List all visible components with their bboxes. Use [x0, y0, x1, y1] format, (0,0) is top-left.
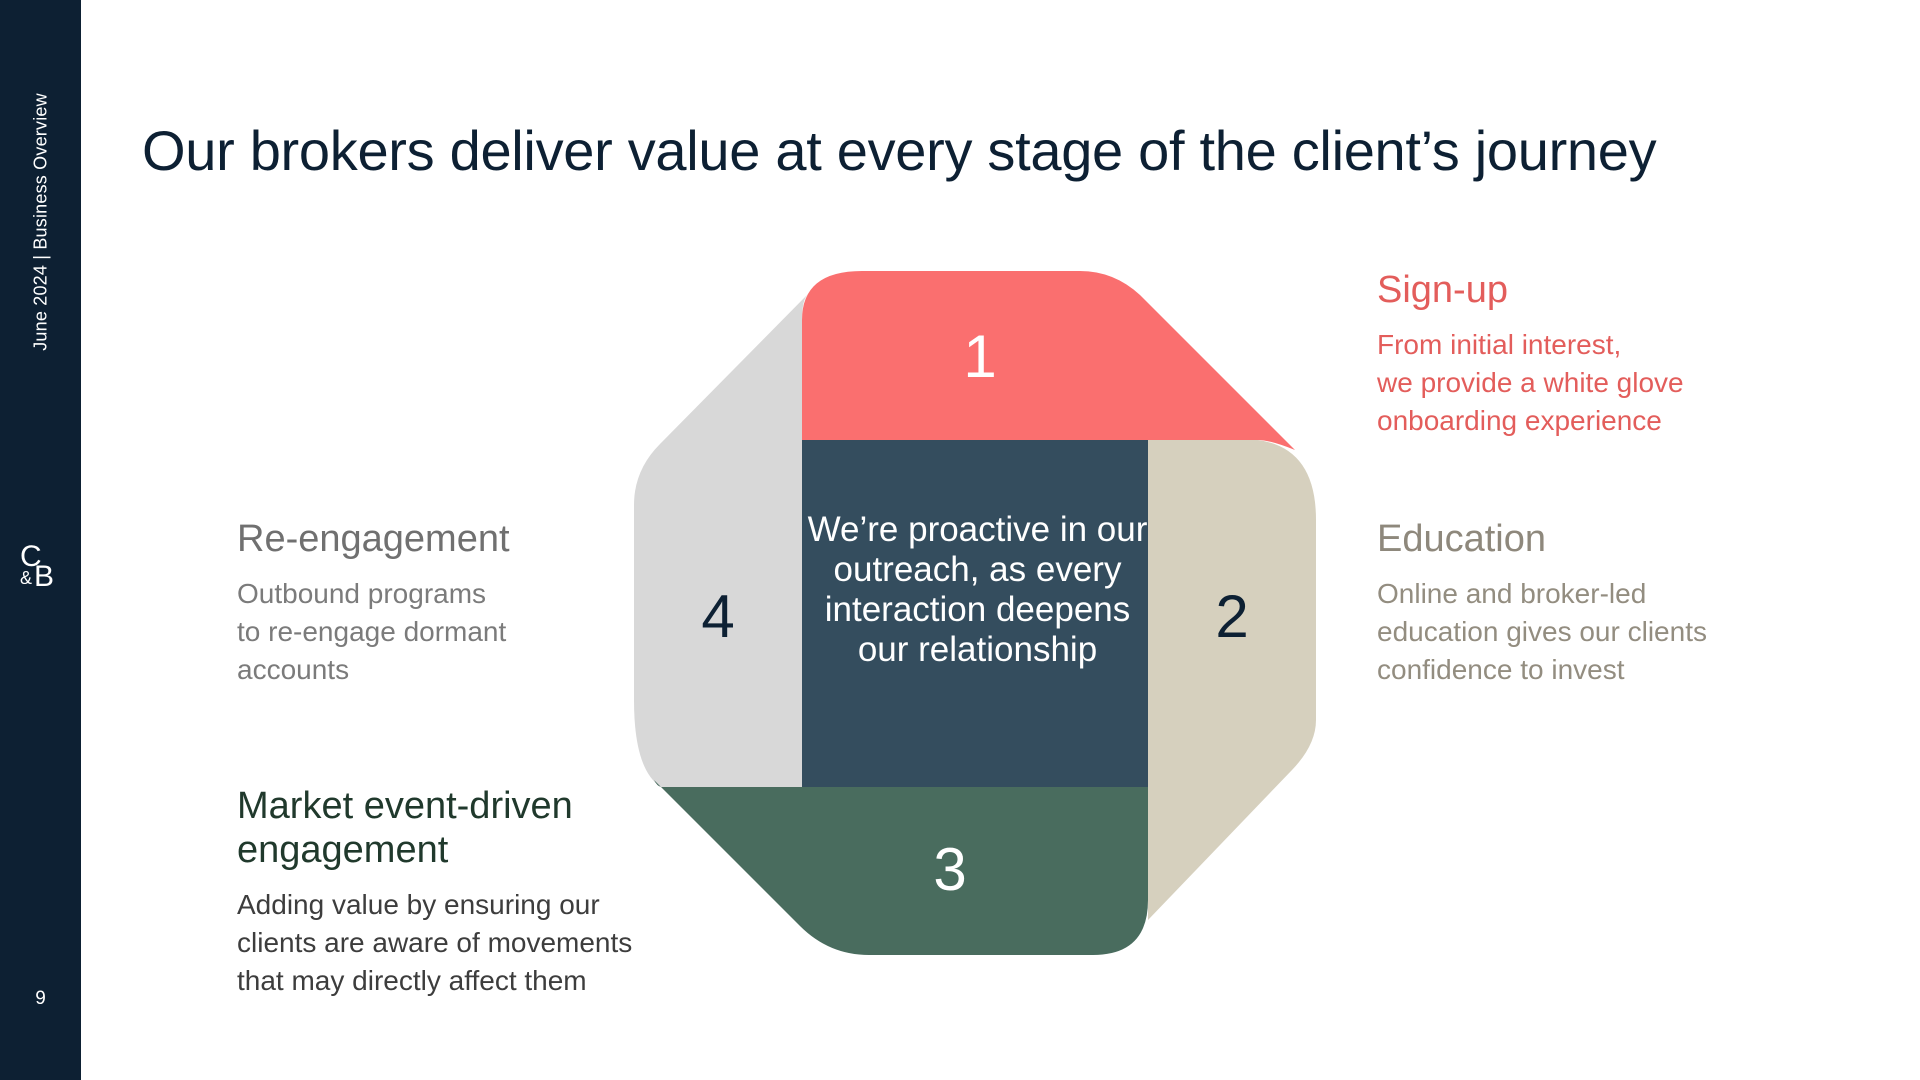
stage-market-event: Market event-driven engagement Adding va…	[237, 784, 707, 1000]
segment-1-shape	[802, 271, 1295, 450]
slide-title: Our brokers deliver value at every stage…	[142, 119, 1657, 182]
segment-2-shape	[1148, 440, 1316, 920]
stage-signup-text: From initial interest, we provide a whit…	[1377, 329, 1684, 436]
center-panel	[802, 440, 1148, 787]
sidebar: June 2024 | Business Overview C & B 9	[0, 0, 81, 1080]
stage-reengagement-title: Re-engagement	[237, 518, 510, 560]
stage-market-event-text: Adding value by ensuring our clients are…	[237, 889, 633, 996]
stage-reengagement-text: Outbound programs to re-engage dormant a…	[237, 578, 507, 685]
logo-ampersand: &	[20, 568, 33, 588]
center-statement: We’re proactive in our outreach, as ever…	[807, 510, 1148, 669]
segment-3-number: 3	[933, 836, 966, 903]
segment-3-shape	[654, 780, 1148, 955]
stage-signup-title: Sign-up	[1377, 269, 1508, 311]
segment-4-shape	[634, 294, 808, 787]
stage-signup: Sign-up From initial interest, we provid…	[1377, 268, 1797, 440]
stage-market-event-title: Market event-driven engagement	[237, 785, 573, 871]
segment-2-number: 2	[1215, 583, 1248, 650]
page-number: 9	[35, 988, 46, 1009]
stage-education: Education Online and broker-led educatio…	[1377, 517, 1797, 689]
stage-education-title: Education	[1377, 518, 1547, 560]
segment-1-number: 1	[963, 323, 996, 390]
segment-4-number: 4	[701, 583, 734, 650]
logo-letter-b: B	[34, 560, 55, 593]
stage-reengagement: Re-engagement Outbound programs to re-en…	[237, 517, 657, 689]
logo-letter-c: C	[20, 540, 42, 573]
cb-logo: C & B	[18, 542, 64, 594]
stage-education-text: Online and broker-led education gives ou…	[1377, 578, 1707, 685]
